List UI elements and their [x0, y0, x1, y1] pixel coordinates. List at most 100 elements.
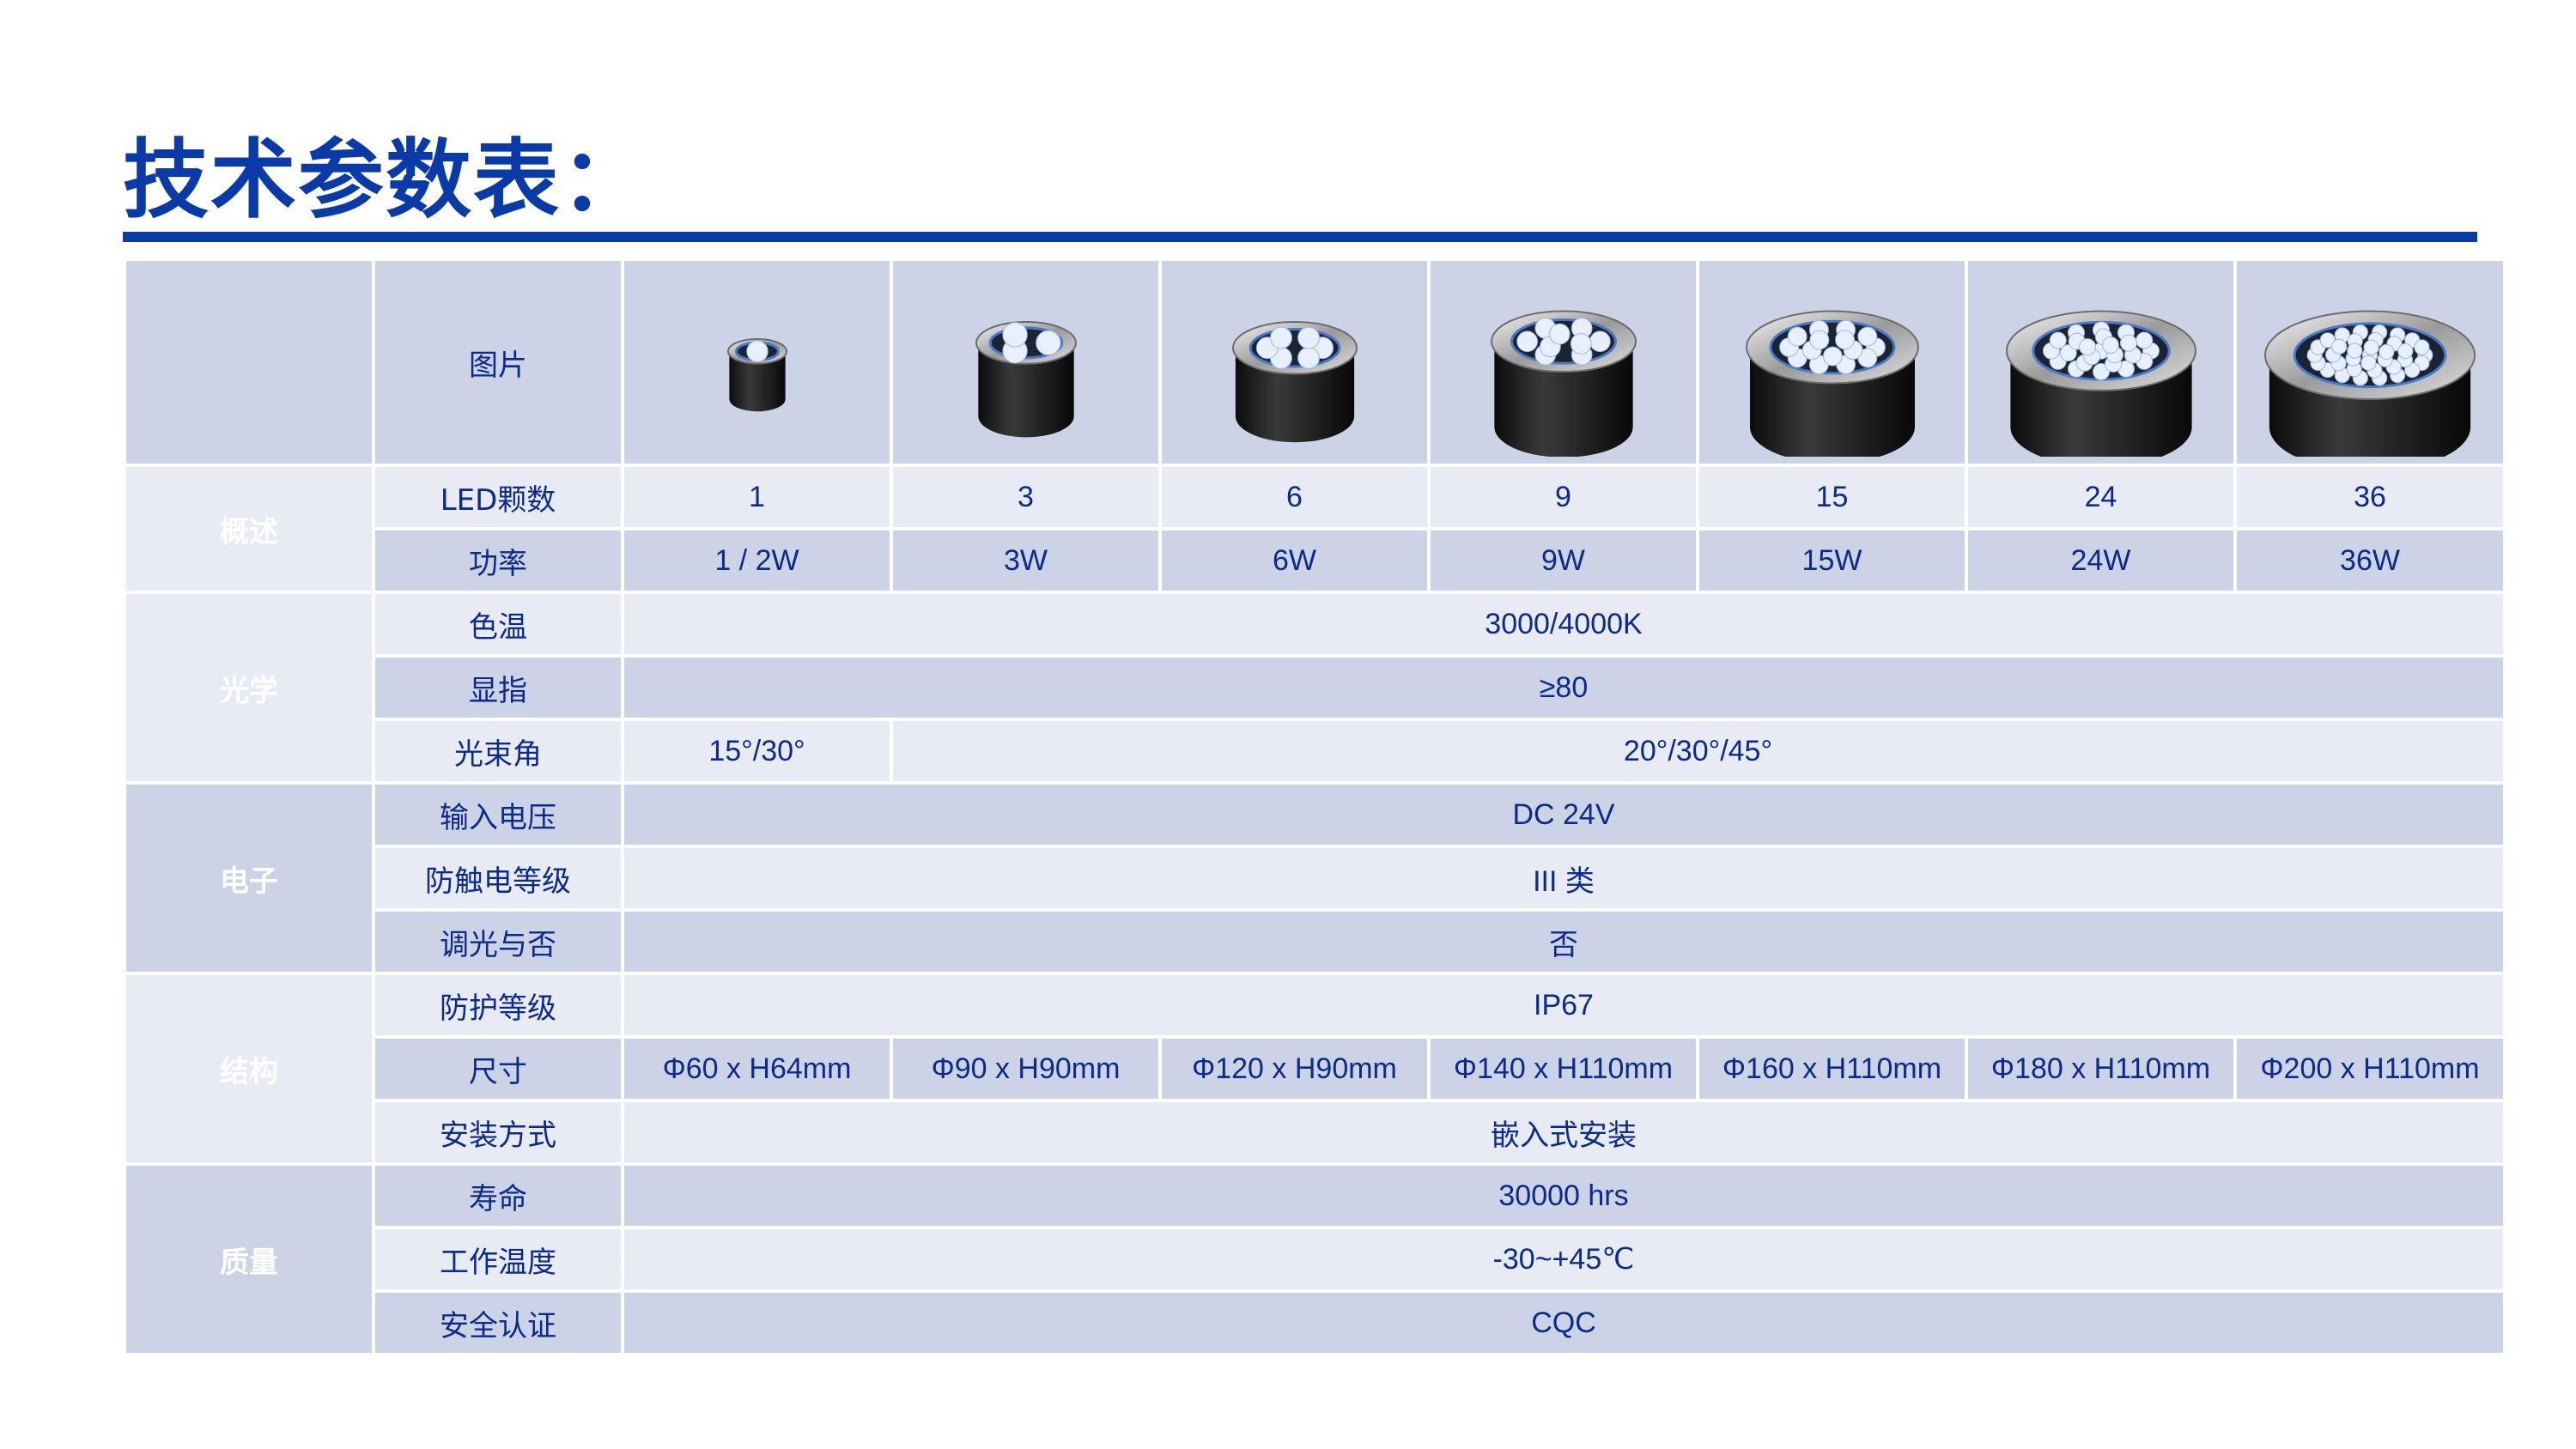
- cri-value: ≥80: [621, 654, 2506, 721]
- beam-row: 光束角 15°/30° 20°/30°/45°: [125, 718, 2506, 785]
- lamp-body: [728, 347, 786, 412]
- life-value: 30000 hrs: [621, 1162, 2506, 1229]
- lamp-led-dot: [1548, 323, 1571, 345]
- power-cell: 24W: [1965, 527, 2237, 594]
- dimming-value: 否: [621, 908, 2506, 975]
- install-label: 安装方式: [372, 1099, 624, 1166]
- lamp-led-dot: [2379, 343, 2395, 360]
- led-count-cell: 6: [1158, 464, 1431, 530]
- beam-value-first: 15°/30°: [621, 718, 893, 785]
- size-cell: Φ60 x H64mm: [621, 1035, 893, 1102]
- cct-row: 光学 色温 3000/4000K: [123, 591, 2506, 785]
- beam-label: 光束角: [372, 718, 624, 785]
- size-label: 尺寸: [372, 1035, 624, 1102]
- led-count-cell: 24: [1965, 464, 2237, 530]
- lamp-6led-image: [1231, 321, 1358, 443]
- led-count-label: LED颗数: [372, 464, 624, 530]
- cri-row: 显指 ≥80: [125, 654, 2506, 721]
- cert-value: CQC: [621, 1289, 2506, 1356]
- lamp-led-dot: [1570, 333, 1592, 355]
- lamp-led-dot: [2059, 344, 2077, 362]
- group-electrical: 电子: [123, 781, 375, 975]
- power-cell: 9W: [1427, 527, 1699, 594]
- cert-label: 安全认证: [372, 1289, 624, 1356]
- lamp-led-dot: [2347, 343, 2363, 359]
- temp-value: -30~+45℃: [621, 1226, 2506, 1293]
- spec-table: 图片 概述 LED颗数 1 3 6 9 15 24 36 功率 1 / 2W 3…: [123, 258, 2506, 1356]
- group-structure: 结构: [123, 972, 375, 1166]
- dimming-label: 调光与否: [372, 908, 624, 975]
- power-label: 功率: [372, 527, 624, 594]
- lamp-led-dot: [2078, 338, 2096, 356]
- lamp-led-dot: [2135, 331, 2153, 349]
- lamp-led-dot: [1516, 330, 1538, 353]
- size-row: 尺寸 Φ60 x H64mm Φ90 x H90mm Φ120 x H90mm …: [125, 1035, 2506, 1102]
- lamp-led-dot: [1822, 346, 1843, 367]
- cct-value: 3000/4000K: [621, 591, 2506, 658]
- lamp-led-dot: [1808, 330, 1829, 350]
- life-row: 质量 寿命 30000 hrs: [123, 1162, 2506, 1356]
- lamp-led-dot: [2119, 334, 2137, 352]
- voltage-label: 输入电压: [372, 781, 624, 848]
- lamp-led-dot: [2331, 338, 2348, 355]
- lamp-led-dot: [2360, 355, 2377, 371]
- lamp-led-dot: [2049, 331, 2067, 349]
- size-cell: Φ160 x H110mm: [1696, 1035, 1968, 1102]
- product-image-1: [621, 258, 893, 467]
- title-underline: [123, 232, 2477, 242]
- lamp-24led-image: [2005, 310, 2196, 457]
- lamp-3led-image: [975, 321, 1077, 438]
- led-count-cell: 15: [1696, 464, 1968, 530]
- led-count-cell: 1: [621, 464, 893, 530]
- led-count-cell: 9: [1427, 464, 1699, 530]
- led-count-row: 概述 LED颗数 1 3 6 9 15 24 36: [123, 464, 2506, 594]
- lamp-led-dot: [2363, 339, 2379, 355]
- ip-row: 结构 防护等级 IP67: [123, 972, 2506, 1166]
- lamp-led-dot: [2414, 339, 2430, 355]
- ip-value: IP67: [621, 972, 2506, 1039]
- lamp-led-dot: [745, 340, 769, 363]
- group-optics: 光学: [123, 591, 375, 785]
- lamp-15led-image: [1745, 310, 1919, 457]
- lamp-led-dot: [2397, 343, 2414, 360]
- page-title: 技术参数表：: [123, 130, 648, 230]
- cert-row: 安全认证 CQC: [125, 1289, 2506, 1356]
- lamp-led-dot: [1834, 330, 1855, 350]
- install-value: 嵌入式安装: [621, 1099, 2506, 1166]
- size-cell: Φ120 x H90mm: [1158, 1035, 1431, 1102]
- product-image-36: [2233, 258, 2506, 467]
- lamp-led-dot: [1856, 326, 1877, 347]
- size-cell: Φ140 x H110mm: [1427, 1035, 1699, 1102]
- lamp-led-dot: [1035, 330, 1061, 356]
- voltage-value: DC 24V: [621, 781, 2506, 848]
- lamp-led-dot: [1269, 326, 1292, 349]
- ip-label: 防护等级: [372, 972, 624, 1039]
- lamp-9led-image: [1490, 310, 1637, 457]
- group-quality: 质量: [123, 1162, 375, 1356]
- product-image-15: [1696, 258, 1968, 467]
- voltage-row: 电子 输入电压 DC 24V: [123, 781, 2506, 975]
- lamp-led-dot: [1001, 322, 1028, 348]
- picture-label: 图片: [372, 258, 624, 467]
- led-count-cell: 3: [890, 464, 1162, 530]
- life-label: 寿命: [372, 1162, 624, 1229]
- power-row: 功率 1 / 2W 3W 6W 9W 15W 24W 36W: [125, 527, 2506, 594]
- power-cell: 6W: [1158, 527, 1431, 594]
- product-image-9: [1427, 258, 1699, 467]
- group-overview: 概述: [123, 464, 375, 594]
- shock-row: 防触电等级 III 类: [125, 845, 2506, 912]
- lamp-led-dot: [1297, 346, 1320, 369]
- lamp-led-dot: [1787, 326, 1807, 347]
- size-cell: Φ200 x H110mm: [2233, 1035, 2506, 1102]
- lamp-1led-image: [726, 338, 787, 412]
- lamp-36led-image: [2264, 310, 2476, 457]
- power-cell: 3W: [890, 527, 1162, 594]
- temp-label: 工作温度: [372, 1226, 624, 1293]
- product-image-24: [1965, 258, 2237, 467]
- dimming-row: 调光与否 否: [125, 908, 2506, 975]
- install-row: 安装方式 嵌入式安装: [125, 1099, 2506, 1166]
- picture-row: 图片: [123, 258, 2506, 467]
- power-cell: 36W: [2233, 527, 2506, 594]
- power-cell: 15W: [1696, 527, 1968, 594]
- size-cell: Φ180 x H110mm: [1965, 1035, 2237, 1102]
